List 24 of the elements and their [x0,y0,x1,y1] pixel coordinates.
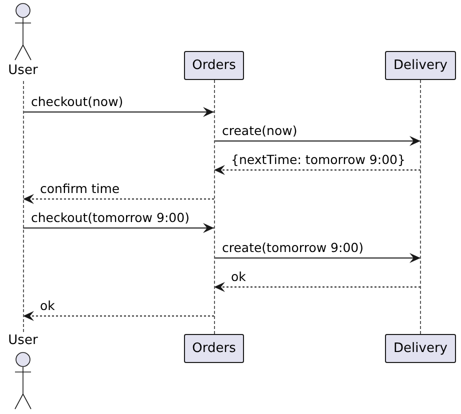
message-label: ok [230,270,247,284]
lifeline [22,81,24,332]
message-arrow [214,136,421,146]
message-arrow [214,282,421,292]
message-label: ok [39,299,56,313]
participant-box: Delivery [385,334,456,363]
actor-name: User [7,333,39,348]
message-label: create(tomorrow 9:00) [221,241,365,255]
message-arrow [22,107,214,117]
message-label: confirm time [39,182,121,196]
message-arrow [22,223,214,233]
message-arrow [22,311,214,321]
participant-box: Delivery [385,51,456,80]
message-arrow [214,253,421,263]
participant-box: Orders [184,51,244,80]
message-arrow [214,165,421,175]
message-label: create(now) [221,124,298,138]
actor-name: User [7,63,39,78]
message-arrow [22,194,214,204]
lifeline [420,80,421,334]
message-label: checkout(now) [30,95,124,109]
message-label: {nextTime: tomorrow 9:00} [230,153,406,167]
message-label: checkout(tomorrow 9:00) [30,211,190,225]
participant-box: Orders [184,334,244,363]
